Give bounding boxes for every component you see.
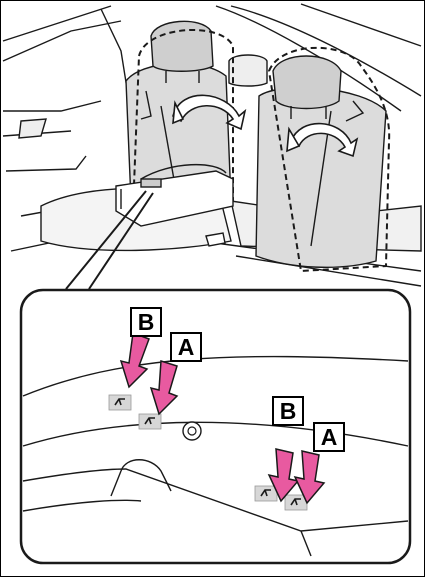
label-b-left: B	[130, 307, 162, 337]
label-b-right: B	[272, 396, 304, 426]
center-button-icon	[183, 422, 201, 440]
label-a-left: A	[170, 332, 202, 362]
label-a-right: A	[313, 422, 345, 452]
center-headrest	[229, 55, 267, 86]
detail-inset	[21, 290, 410, 563]
right-seatback	[256, 88, 386, 268]
